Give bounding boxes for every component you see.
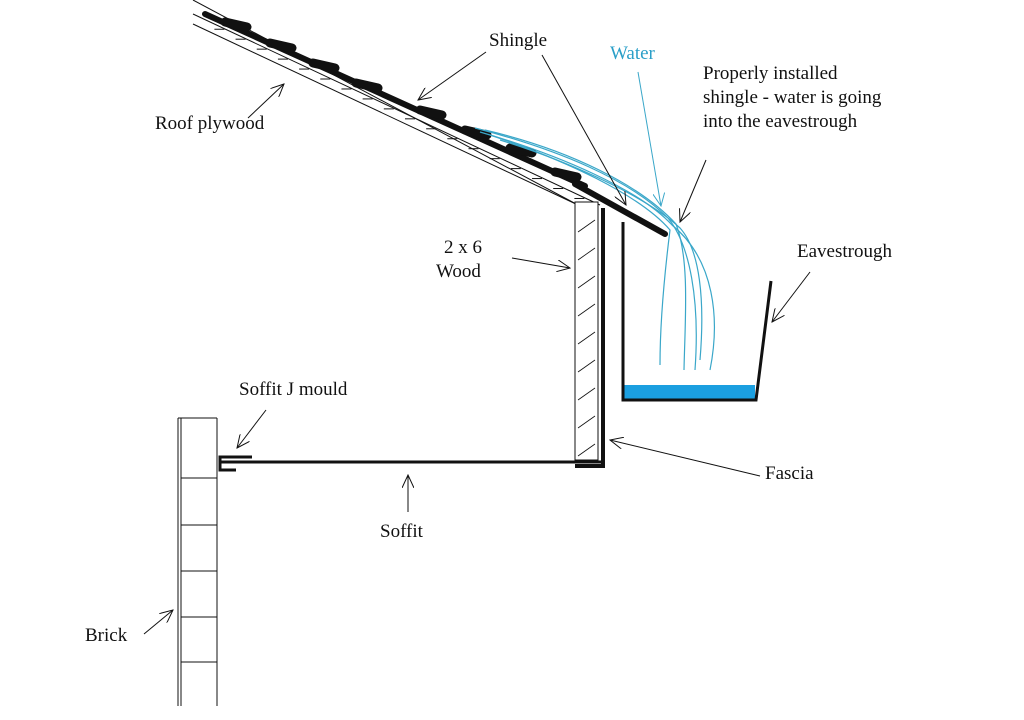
- wood-2x6: [574, 201, 599, 461]
- wood-arrow: [511, 257, 570, 268]
- shingle-tab: [415, 105, 447, 120]
- wood-hatch-line: [577, 415, 596, 429]
- wood-hatch-line: [577, 443, 596, 457]
- wood-hatch-line: [577, 387, 596, 401]
- shingle-tab: [550, 167, 582, 182]
- shingle-tab: [460, 125, 492, 140]
- eavestrough: [621, 222, 773, 402]
- brick-arrow: [143, 610, 173, 635]
- shingles: [202, 11, 668, 237]
- shingle-arrow-2: [541, 54, 626, 205]
- fascia-arrow: [610, 440, 761, 477]
- label-eavestrough: Eavestrough: [797, 241, 892, 262]
- shingle-arrow-1: [418, 51, 487, 100]
- label-shingle: Shingle: [489, 30, 548, 51]
- roof-plywood: [192, 0, 601, 206]
- brick-wall: [177, 417, 218, 706]
- shingle-tab: [220, 17, 252, 32]
- wood-hatch-line: [577, 275, 596, 289]
- soffit-j-mould: [218, 455, 252, 472]
- label-soffit: Soffit: [380, 521, 423, 542]
- label-fascia: Fascia: [765, 463, 814, 484]
- eavestrough-arrow: [772, 271, 811, 322]
- label-water: Water: [610, 43, 655, 64]
- label-line: into the eavestrough: [703, 111, 858, 132]
- wood-hatch-line: [577, 331, 596, 345]
- shingle-tab: [505, 143, 537, 158]
- shingle-tab: [265, 38, 297, 53]
- water-arrow: [637, 71, 661, 206]
- label-soffit-j-mould: Soffit J mould: [239, 379, 348, 400]
- label-line: shingle - water is going: [703, 87, 882, 108]
- wood-hatch-line: [577, 219, 596, 233]
- wood-hatch-line: [577, 247, 596, 261]
- wood-hatch-line: [577, 303, 596, 317]
- label-line: Wood: [436, 261, 481, 282]
- fascia: [575, 208, 605, 468]
- label-roof-plywood: Roof plywood: [155, 113, 265, 134]
- label-line: Properly installed: [703, 63, 838, 84]
- label-line: 2 x 6: [444, 237, 482, 258]
- shingle-tab: [351, 78, 383, 93]
- soffit-j-mould-arrow: [237, 409, 267, 448]
- label-properly-installed: Properly installed shingle - water is go…: [703, 62, 881, 134]
- shingle-tab: [308, 58, 340, 73]
- label-brick: Brick: [85, 625, 128, 646]
- label-wood: 2 x 6 Wood: [436, 236, 482, 284]
- roof-plywood-arrow: [247, 84, 284, 119]
- properly-installed-arrow: [680, 159, 707, 222]
- water-streams: [474, 127, 715, 371]
- wood-hatch-line: [577, 359, 596, 373]
